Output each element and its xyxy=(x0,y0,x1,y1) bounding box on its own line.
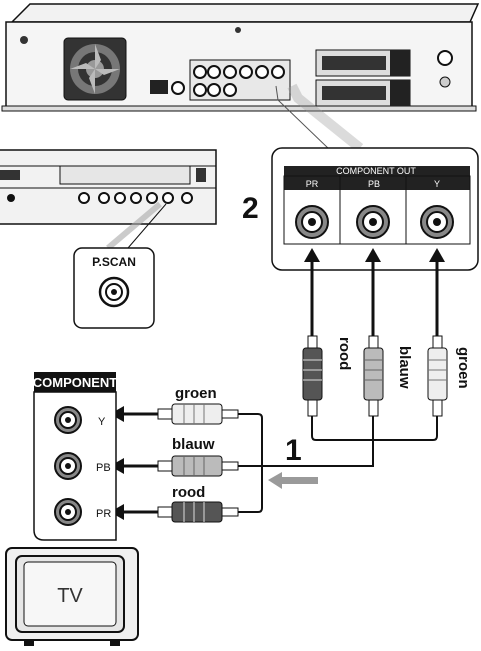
tv-component-jacks xyxy=(54,406,82,526)
tv-jack-pr-label: PR xyxy=(96,508,111,520)
direction-arrow-icon xyxy=(268,472,318,489)
step-1-number: 1 xyxy=(285,434,302,467)
tv-jack-pb-label: PB xyxy=(96,462,111,474)
component-out-title: COMPONENT OUT xyxy=(336,166,416,176)
cable-label-blauw-vertical: blauw xyxy=(396,346,413,389)
plug-blue-horizontal xyxy=(110,455,239,477)
component-out-panel: COMPONENT OUT PR PB Y xyxy=(271,147,479,271)
coax-port xyxy=(171,81,185,95)
tv-label: TV xyxy=(57,585,83,607)
vertical-cables xyxy=(230,248,448,467)
av-jack-block xyxy=(189,59,291,101)
component-out-jacks xyxy=(295,205,454,239)
plug-red-vertical xyxy=(302,335,323,417)
component-out-pr-label: PR xyxy=(306,179,319,189)
plug-green-horizontal xyxy=(110,403,239,425)
recorder-front-panel xyxy=(0,149,217,251)
cable-label-groen-horizontal: groen xyxy=(175,385,217,402)
tv-component-title: COMPONENT xyxy=(33,375,118,390)
pscan-label: P.SCAN xyxy=(92,255,136,269)
cable-label-blauw-horizontal: blauw xyxy=(172,436,215,453)
component-out-pb-label: PB xyxy=(368,179,380,189)
tv-set: TV xyxy=(5,547,139,646)
step-2-number: 2 xyxy=(242,192,259,225)
antenna-in-port xyxy=(437,50,453,66)
cable-label-groen-vertical: groen xyxy=(455,347,472,389)
component-out-y-label: Y xyxy=(434,179,440,189)
scart-connectors xyxy=(315,49,411,107)
front-rca-jacks xyxy=(78,192,193,204)
horizontal-cables xyxy=(110,403,263,523)
plug-green-vertical xyxy=(427,335,448,417)
plug-red-horizontal xyxy=(110,501,239,523)
tv-component-panel: COMPONENT Y PB PR xyxy=(33,372,118,541)
rear-rca-jacks xyxy=(193,65,285,97)
cable-label-rood-horizontal: rood xyxy=(172,484,205,501)
plug-blue-vertical xyxy=(363,335,384,417)
tv-jack-y-label: Y xyxy=(98,416,106,428)
cable-label-rood-vertical: rood xyxy=(336,337,353,370)
digital-audio-port xyxy=(150,80,168,94)
pscan-callout: P.SCAN xyxy=(73,247,155,329)
recorder-rear-panel xyxy=(1,3,480,152)
antenna-out-port xyxy=(439,76,451,88)
fan-icon xyxy=(63,37,127,101)
